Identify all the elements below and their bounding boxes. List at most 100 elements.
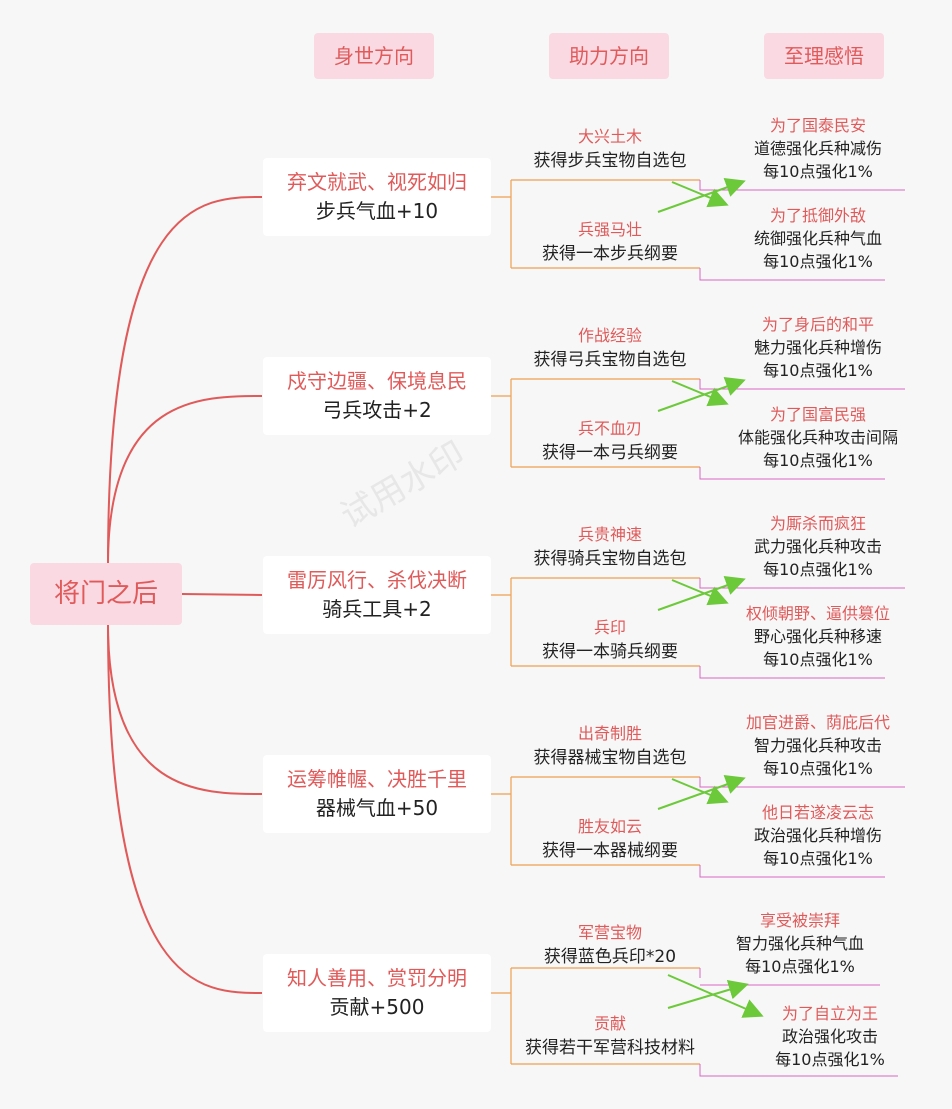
cross-arrow (671, 778, 729, 805)
assist-node[interactable]: 出奇制胜获得器械宝物自选包 (505, 722, 715, 770)
assist-node[interactable]: 贡献获得若干军营科技材料 (505, 1012, 715, 1060)
assist-node[interactable]: 军营宝物获得蓝色兵印*20 (505, 921, 715, 969)
cross-arrow (671, 181, 729, 208)
insight-title: 为了国富民强 (769, 405, 866, 424)
root-link (181, 593, 263, 596)
insight-line2: 每10点强化1% (763, 451, 873, 470)
origin-node[interactable]: 运筹帷幄、决胜千里器械气血+50 (263, 755, 491, 833)
insight-node[interactable]: 为了自立为王政治强化攻击每10点强化1% (745, 1002, 915, 1071)
origin-node[interactable]: 戍守边疆、保境息民弓兵攻击+2 (263, 357, 491, 435)
origin-bonus: 贡献+500 (329, 995, 425, 1019)
assist-desc: 获得一本弓兵纲要 (542, 443, 678, 463)
insight-node[interactable]: 他日若遂凌云志政治强化兵种增伤每10点强化1% (718, 801, 918, 870)
insight-node[interactable]: 加官进爵、荫庇后代智力强化兵种攻击每10点强化1% (718, 711, 918, 780)
origin-bonus: 弓兵攻击+2 (322, 398, 432, 422)
origin-assist-link (491, 776, 700, 866)
assist-title: 出奇制胜 (577, 724, 642, 743)
insight-line1: 武力强化兵种攻击 (753, 537, 882, 556)
insight-line2: 每10点强化1% (763, 361, 873, 380)
insight-title: 为了国泰民安 (769, 116, 866, 135)
insight-title: 为了抵御外敌 (769, 206, 866, 225)
insight-line2: 每10点强化1% (745, 957, 855, 976)
root-link (107, 196, 263, 565)
origin-title: 知人善用、赏罚分明 (287, 966, 467, 990)
assist-title: 贡献 (593, 1014, 626, 1033)
assist-node[interactable]: 作战经验获得弓兵宝物自选包 (505, 324, 715, 372)
assist-node[interactable]: 兵贵神速获得骑兵宝物自选包 (505, 523, 715, 571)
insight-line2: 每10点强化1% (763, 759, 873, 778)
insight-line2: 每10点强化1% (763, 252, 873, 271)
assist-desc: 获得一本器械纲要 (542, 841, 678, 861)
cross-arrow (657, 774, 746, 810)
assist-insight-link (699, 1064, 898, 1077)
assist-desc: 获得若干军营科技材料 (525, 1038, 695, 1058)
assist-node[interactable]: 大兴土木获得步兵宝物自选包 (505, 125, 715, 173)
assist-title: 作战经验 (577, 326, 642, 345)
assist-node[interactable]: 兵强马壮获得一本步兵纲要 (505, 218, 715, 266)
assist-desc: 获得骑兵宝物自选包 (533, 549, 687, 569)
insight-title: 权倾朝野、逼供篡位 (745, 604, 890, 623)
insight-line2: 每10点强化1% (763, 162, 873, 181)
insight-line2: 每10点强化1% (775, 1050, 885, 1069)
assist-title: 兵强马壮 (577, 220, 642, 239)
assist-insight-link (699, 467, 885, 480)
assist-desc: 获得弓兵宝物自选包 (533, 350, 687, 370)
insight-line1: 道德强化兵种减伤 (753, 139, 882, 158)
origin-assist-link (491, 179, 700, 269)
insight-node[interactable]: 为了抵御外敌统御强化兵种气血每10点强化1% (718, 204, 918, 273)
root-link (107, 395, 263, 565)
assist-title: 兵印 (593, 618, 626, 637)
insight-title: 他日若遂凌云志 (761, 803, 874, 822)
cross-arrow (657, 376, 746, 412)
insight-node[interactable]: 为了国泰民安道德强化兵种减伤每10点强化1% (718, 114, 918, 183)
assist-title: 兵不血刃 (577, 419, 642, 438)
insight-line1: 野心强化兵种移速 (753, 627, 882, 646)
assist-node[interactable]: 胜友如云获得一本器械纲要 (505, 815, 715, 863)
assist-title: 兵贵神速 (577, 525, 642, 544)
insight-line1: 魅力强化兵种增伤 (753, 338, 882, 357)
insight-line1: 智力强化兵种气血 (735, 934, 864, 953)
cross-arrow (671, 380, 729, 407)
insight-node[interactable]: 为厮杀而疯狂武力强化兵种攻击每10点强化1% (718, 512, 918, 581)
insight-node[interactable]: 为了身后的和平魅力强化兵种增伤每10点强化1% (718, 313, 918, 382)
insight-line1: 统御强化兵种气血 (753, 229, 882, 248)
header-insight: 至理感悟 (764, 33, 884, 79)
origin-title: 运筹帷幄、决胜千里 (287, 767, 467, 791)
assist-desc: 获得一本骑兵纲要 (542, 642, 678, 662)
assist-title: 大兴土木 (577, 127, 642, 146)
origin-assist-link (491, 378, 700, 468)
insight-line1: 政治强化攻击 (781, 1027, 878, 1046)
assist-desc: 获得步兵宝物自选包 (533, 151, 687, 171)
origin-title: 戍守边疆、保境息民 (287, 369, 467, 393)
assist-insight-link (699, 865, 885, 878)
assist-insight-link (699, 666, 885, 679)
origin-title: 弃文就武、视死如归 (287, 170, 467, 194)
insight-title: 加官进爵、荫庇后代 (745, 713, 890, 732)
insight-node[interactable]: 为了国富民强体能强化兵种攻击间隔每10点强化1% (718, 403, 918, 472)
insight-line1: 体能强化兵种攻击间隔 (737, 428, 898, 447)
cross-arrow (671, 579, 729, 606)
origin-node[interactable]: 雷厉风行、杀伐决断骑兵工具+2 (263, 556, 491, 634)
assist-insight-link (699, 268, 885, 281)
header-origin: 身世方向 (314, 33, 434, 79)
insight-title: 为了自立为王 (781, 1004, 878, 1023)
cross-arrow (667, 979, 749, 1009)
origin-node[interactable]: 弃文就武、视死如归步兵气血+10 (263, 158, 491, 236)
insight-line1: 政治强化兵种增伤 (753, 826, 882, 845)
cross-arrow (657, 575, 746, 611)
insight-line2: 每10点强化1% (763, 650, 873, 669)
assist-title: 军营宝物 (577, 923, 642, 942)
insight-node[interactable]: 权倾朝野、逼供篡位野心强化兵种移速每10点强化1% (718, 602, 918, 671)
origin-bonus: 器械气血+50 (315, 796, 439, 820)
assist-node[interactable]: 兵印获得一本骑兵纲要 (505, 616, 715, 664)
assist-node[interactable]: 兵不血刃获得一本弓兵纲要 (505, 417, 715, 465)
insight-line2: 每10点强化1% (763, 560, 873, 579)
root-node[interactable]: 将门之后 (30, 563, 182, 625)
insight-line2: 每10点强化1% (763, 849, 873, 868)
origin-node[interactable]: 知人善用、赏罚分明贡献+500 (263, 954, 491, 1032)
insight-node[interactable]: 享受被崇拜智力强化兵种气血每10点强化1% (700, 909, 900, 978)
origin-bonus: 骑兵工具+2 (322, 597, 432, 621)
assist-desc: 获得蓝色兵印*20 (543, 947, 677, 967)
assist-title: 胜友如云 (577, 817, 642, 836)
